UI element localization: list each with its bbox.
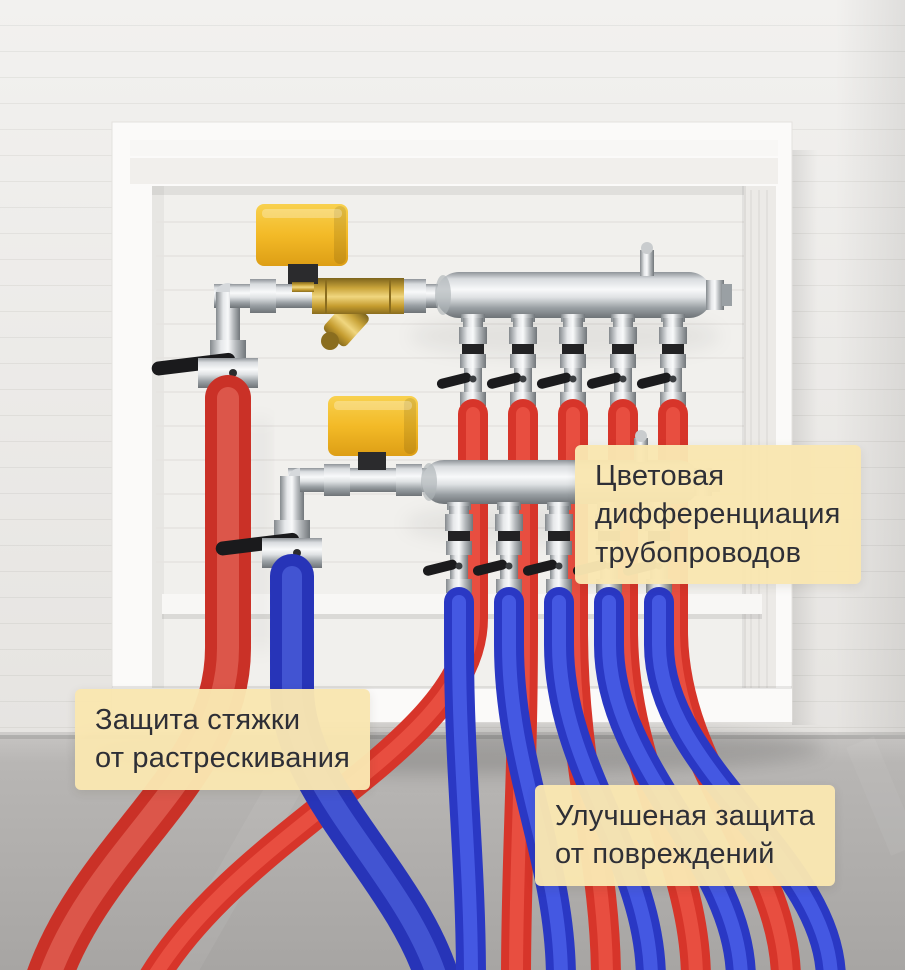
manifold-top (436, 272, 712, 318)
valve-stem (229, 369, 237, 377)
manifold-top-end-cap (722, 284, 732, 306)
manifold-top-right-end (706, 280, 724, 310)
actuator-valve-brass (292, 282, 314, 292)
y-strainer-plug (321, 332, 339, 350)
callout-screed-protection: Защита стяжки от растрескивания (75, 689, 371, 790)
actuator-mount (358, 452, 386, 470)
floor-streak (846, 736, 905, 856)
y-strainer-body (312, 278, 404, 314)
cold-pipe-run-1 (444, 587, 486, 970)
union-nut (400, 279, 426, 313)
callout-color-differentiation: Цветовая дифференциация трубопроводов (575, 445, 861, 584)
interior-corner-line (742, 186, 746, 688)
manifold-top-left-cap (435, 275, 451, 315)
actuator-side-shade (334, 206, 346, 264)
cold-pipe-run-2 (494, 587, 576, 970)
interior-top-shadow (152, 186, 744, 195)
strainer-hex-lines (325, 280, 391, 313)
air-vent-cap (635, 430, 647, 442)
union-nut (324, 464, 350, 496)
callout-damage-protection: Улучшеная защита от повреждений (535, 785, 836, 886)
cabinet-wall-shadow (792, 150, 818, 725)
hot-supply-line (151, 204, 732, 416)
thermal-actuator-top (256, 204, 348, 266)
actuator-side-shade (404, 398, 416, 454)
union-nut (250, 279, 276, 313)
actuator-mount (288, 264, 318, 284)
actuator-gloss (262, 209, 342, 218)
union-nut (396, 464, 422, 496)
hot-pipe-supply (27, 375, 251, 970)
actuator-gloss (334, 401, 412, 410)
pipe-shadow (252, 420, 268, 650)
wall-corner-shade (835, 0, 905, 740)
manifold-bottom-left-cap (421, 463, 437, 501)
cabinet-top-rail-2 (130, 158, 778, 184)
thermal-actuator-bottom (328, 396, 418, 456)
air-vent-top (640, 250, 654, 276)
cabinet-top-rail-1 (130, 140, 778, 156)
air-vent-cap (641, 242, 653, 254)
